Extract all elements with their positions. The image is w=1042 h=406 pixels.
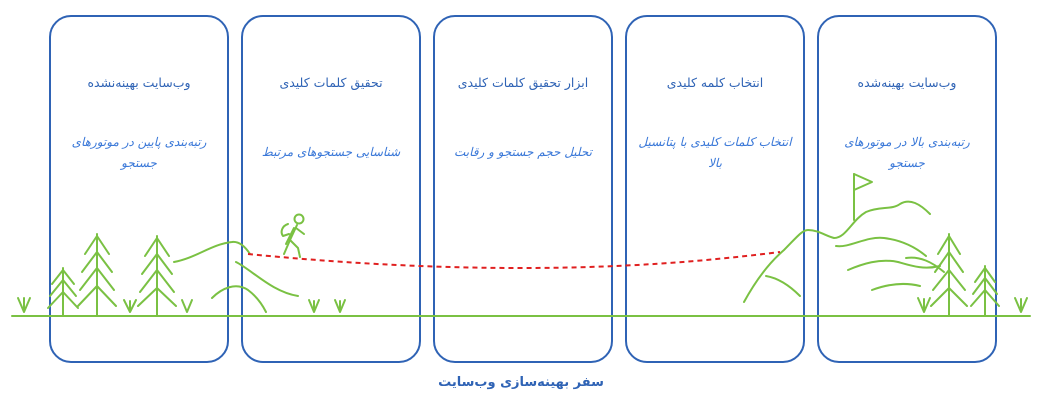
stage-card-optimized: وب‌سایت بهینه‌شده رتبه‌بندی بالا در موتو… [817, 15, 997, 363]
stage-card-unoptimized: وب‌سایت بهینه‌نشده رتبه‌بندی پایین در مو… [49, 15, 229, 363]
stage-description: انتخاب کلمات کلیدی با پتانسیل بالا [638, 135, 792, 170]
pine-tree-icon [47, 267, 79, 317]
pine-tree-icon [77, 233, 117, 317]
pine-tree-icon [970, 265, 1000, 317]
stage-card-keyword-selection: انتخاب کلمه کلیدی انتخاب کلمات کلیدی با … [625, 15, 805, 363]
stage-description: رتبه‌بندی پایین در موتورهای جستجو [71, 135, 207, 170]
stage-description: شناسایی جستجوهای مرتبط [261, 145, 401, 159]
stage-title: ابزار تحقیق کلمات کلیدی [457, 75, 589, 90]
stage-title: انتخاب کلمه کلیدی [666, 75, 764, 90]
journey-path [247, 251, 781, 270]
mountain-icon [173, 240, 299, 313]
stage-card-research-tools: ابزار تحقیق کلمات کلیدی تحلیل حجم جستجو … [433, 15, 613, 363]
grass-icon [17, 297, 1028, 313]
pine-tree-icon [137, 235, 177, 317]
stage-title: تحقیق کلمات کلیدی [279, 75, 383, 90]
pine-tree-icon [930, 233, 968, 317]
stage-description: رتبه‌بندی بالا در موتورهای جستجو [844, 135, 970, 170]
mountain-icon [743, 200, 945, 303]
stage-card-keyword-research: تحقیق کلمات کلیدی شناسایی جستجوهای مرتبط [241, 15, 421, 363]
flag-icon [853, 173, 873, 221]
stage-title: وب‌سایت بهینه‌نشده [87, 75, 191, 90]
diagram-caption: سفر بهینه‌سازی وب‌سایت [438, 375, 604, 390]
hiker-icon [280, 213, 305, 258]
stage-title: وب‌سایت بهینه‌شده [857, 75, 957, 90]
stage-description: تحلیل حجم جستجو و رقابت [454, 145, 592, 159]
